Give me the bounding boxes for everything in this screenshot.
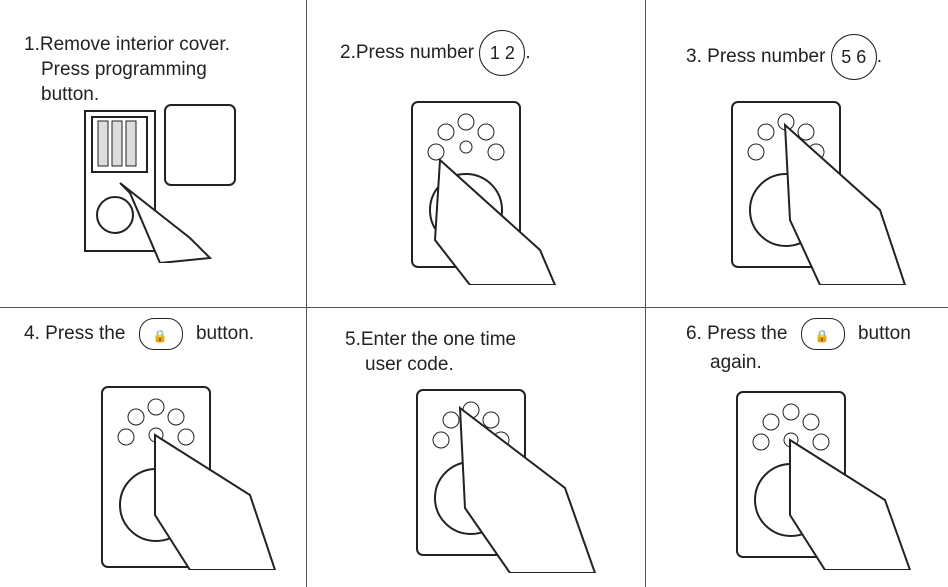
step-6-text: 6. Press the button again. xyxy=(686,318,911,375)
lock-button-icon xyxy=(800,318,845,350)
hand-pointing-icon xyxy=(154,433,277,570)
lock-button-icon xyxy=(138,318,183,350)
divider-horizontal xyxy=(0,307,948,308)
step-1-text: 1.Remove interior cover. Press programmi… xyxy=(24,34,230,105)
step-2-illustration xyxy=(411,101,557,285)
divider-vertical-2 xyxy=(645,0,646,587)
hand-pointing-icon xyxy=(433,157,557,285)
battery-compartment-icon xyxy=(91,116,148,173)
step-5-text: 5.Enter the one time user code. xyxy=(345,329,517,375)
step-3-illustration xyxy=(731,101,907,285)
interior-cover xyxy=(164,104,236,186)
number-56-badge: 5 6 xyxy=(830,34,877,80)
step-3-text: 3. Press number 5 6. xyxy=(686,34,882,80)
step-4-text: 4. Press the button. xyxy=(24,318,254,350)
hand-pointing-icon xyxy=(458,405,597,573)
step-4-illustration xyxy=(101,386,277,570)
door-panel xyxy=(84,110,156,252)
hand-pointing-icon xyxy=(783,122,907,285)
step-2-text: 2.Press number 1 2. xyxy=(340,30,531,76)
hand-pointing-icon xyxy=(789,438,912,570)
number-12-badge: 1 2 xyxy=(479,30,526,76)
step-1-illustration xyxy=(84,104,236,263)
hand-pointing-icon xyxy=(119,182,213,263)
divider-vertical-1 xyxy=(306,0,307,587)
step-6-illustration xyxy=(736,391,912,570)
step-5-illustration xyxy=(416,389,597,573)
